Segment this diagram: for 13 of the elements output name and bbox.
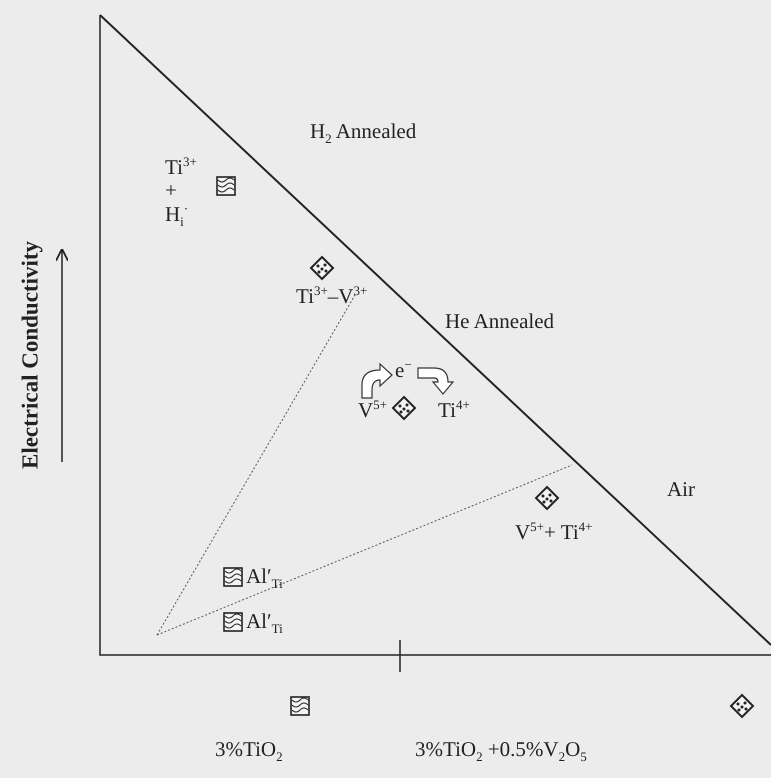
- ion-label: V$^{5+}$: [358, 398, 388, 422]
- legend-text: 3%TiO$_{2}$ +0.5%V$_{2}$O$_{5}$: [415, 738, 587, 764]
- defect-label: Al′$_{Ti}$: [246, 565, 283, 592]
- axis-title: Electrical Conductivity: [17, 240, 43, 470]
- defect-label: V$^{5+}$+ Ti$^{4+}$: [515, 520, 592, 544]
- legend-text: 3%TiO$_{2}$: [215, 738, 283, 764]
- region-label: Air: [667, 478, 695, 502]
- defect-label: Ti$^{3+}$–V$^{3+}$: [296, 284, 368, 308]
- ion-label: Ti$^{4+}$: [438, 398, 470, 422]
- region-label: He Annealed: [445, 310, 554, 334]
- defect-label: Al′$_{Ti}$: [246, 610, 283, 636]
- electron-label: e$^{−}$: [395, 358, 412, 382]
- region-label: H$_{2}$ Annealed: [310, 120, 416, 146]
